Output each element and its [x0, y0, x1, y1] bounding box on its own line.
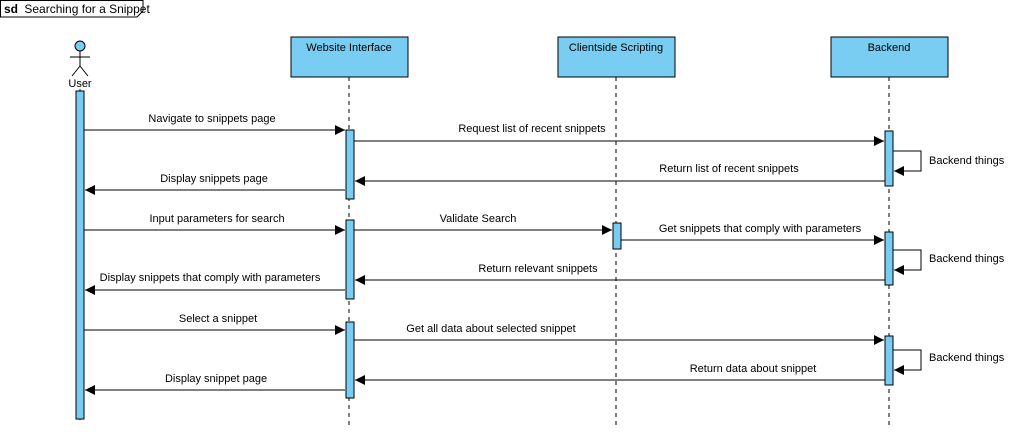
actor-label: User	[68, 78, 92, 90]
message-get-all-data: Get all data about selected snippet	[354, 323, 884, 345]
message-return-relevant: Return relevant snippets	[355, 263, 885, 285]
message-navigate: Navigate to snippets page	[84, 113, 345, 135]
participant-backend: Backend	[830, 36, 949, 78]
svg-text:Input parameters for search: Input parameters for search	[149, 213, 284, 225]
message-validate-search: Validate Search	[354, 213, 612, 235]
message-select-snippet: Select a snippet	[84, 313, 345, 335]
message-backend-things-1: Backend things	[893, 150, 1005, 176]
activation-website-1	[345, 129, 355, 200]
message-backend-things-2: Backend things	[893, 249, 1005, 275]
activation-clientside	[612, 222, 622, 250]
svg-text:Backend things: Backend things	[929, 253, 1005, 265]
svg-text:sd Searching for a Snipp: sd Searching for a Snippet	[4, 2, 150, 16]
message-backend-things-3: Backend things	[893, 349, 1005, 375]
participant-clientside-scripting: Clientside Scripting	[557, 36, 676, 78]
activation-backend-1	[884, 130, 894, 187]
svg-text:Select a snippet: Select a snippet	[179, 313, 257, 325]
frame-keyword: sd	[4, 2, 18, 16]
message-get-snippets: Get snippets that comply with parameters	[621, 223, 884, 245]
svg-text:Backend: Backend	[868, 42, 911, 54]
svg-text:Return data about snippet: Return data about snippet	[690, 363, 817, 375]
actor-user: User	[68, 40, 92, 90]
activation-website-2	[345, 219, 355, 300]
activation-website-3	[345, 321, 355, 399]
participant-website-interface: Website Interface	[290, 36, 409, 78]
svg-text:Get snippets that comply with: Get snippets that comply with parameters	[659, 223, 862, 235]
svg-text:Validate Search: Validate Search	[440, 213, 517, 225]
frame-header: sd Searching for a Snippet	[0, 0, 150, 18]
svg-text:Backend things: Backend things	[929, 352, 1005, 364]
svg-text:Backend things: Backend things	[929, 155, 1005, 167]
svg-text:Return list of recent snippets: Return list of recent snippets	[659, 163, 799, 175]
frame-title: Searching for a Snippet	[24, 2, 150, 16]
message-return-list: Return list of recent snippets	[355, 163, 885, 186]
activation-backend-3	[884, 335, 894, 386]
message-display-snippet-page: Display snippet page	[85, 373, 345, 395]
svg-text:Display snippet page: Display snippet page	[165, 373, 267, 385]
svg-text:Display snippets that comply w: Display snippets that comply with parame…	[100, 272, 321, 284]
svg-text:Website Interface: Website Interface	[306, 42, 391, 54]
svg-text:Get all data about selected sn: Get all data about selected snippet	[406, 323, 575, 335]
message-input-parameters: Input parameters for search	[84, 213, 345, 235]
svg-text:Display snippets page: Display snippets page	[160, 173, 268, 185]
svg-text:Request list of recent snippet: Request list of recent snippets	[458, 123, 606, 135]
actor-activation	[75, 90, 85, 420]
message-display-snippets-page: Display snippets page	[85, 173, 345, 195]
svg-text:Clientside Scripting: Clientside Scripting	[569, 42, 663, 54]
svg-text:Navigate to snippets page: Navigate to snippets page	[148, 113, 275, 125]
svg-text:Return relevant snippets: Return relevant snippets	[478, 263, 598, 275]
activation-backend-2	[884, 231, 894, 286]
message-request-list: Request list of recent snippets	[354, 123, 884, 146]
message-display-complying: Display snippets that comply with parame…	[85, 272, 345, 295]
message-return-data: Return data about snippet	[355, 363, 885, 385]
